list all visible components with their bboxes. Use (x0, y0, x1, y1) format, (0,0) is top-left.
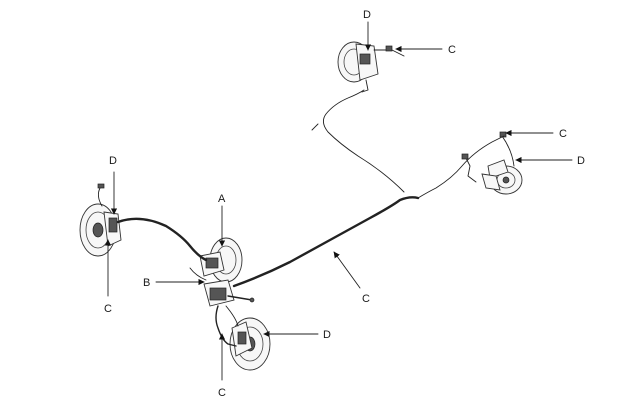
callout-labels: A B C C C C C D D D D (104, 9, 585, 399)
callout-b: B (143, 277, 150, 289)
brake-booster-master-cylinder (199, 237, 243, 283)
front-right-brake-disc (229, 317, 271, 371)
abs-hydraulic-unit (203, 279, 255, 307)
callout-c-left-bottom: C (104, 303, 112, 315)
callout-a: A (218, 193, 226, 205)
rear-right-brake-disc (461, 131, 523, 195)
front-left-brake-disc (79, 183, 122, 257)
callout-d-front: D (323, 329, 331, 341)
callout-c-front-bottom: C (218, 387, 226, 399)
brake-lines (116, 89, 505, 347)
callout-d-right: D (577, 155, 585, 167)
rear-top-brake-drum (337, 41, 405, 93)
callout-d-left: D (109, 155, 117, 167)
leader-lines (104, 21, 573, 381)
callout-c-main-line: C (362, 293, 370, 305)
callout-c-top-right: C (448, 44, 456, 56)
callout-c-right-upper: C (559, 128, 567, 140)
callout-d-top: D (363, 9, 371, 21)
